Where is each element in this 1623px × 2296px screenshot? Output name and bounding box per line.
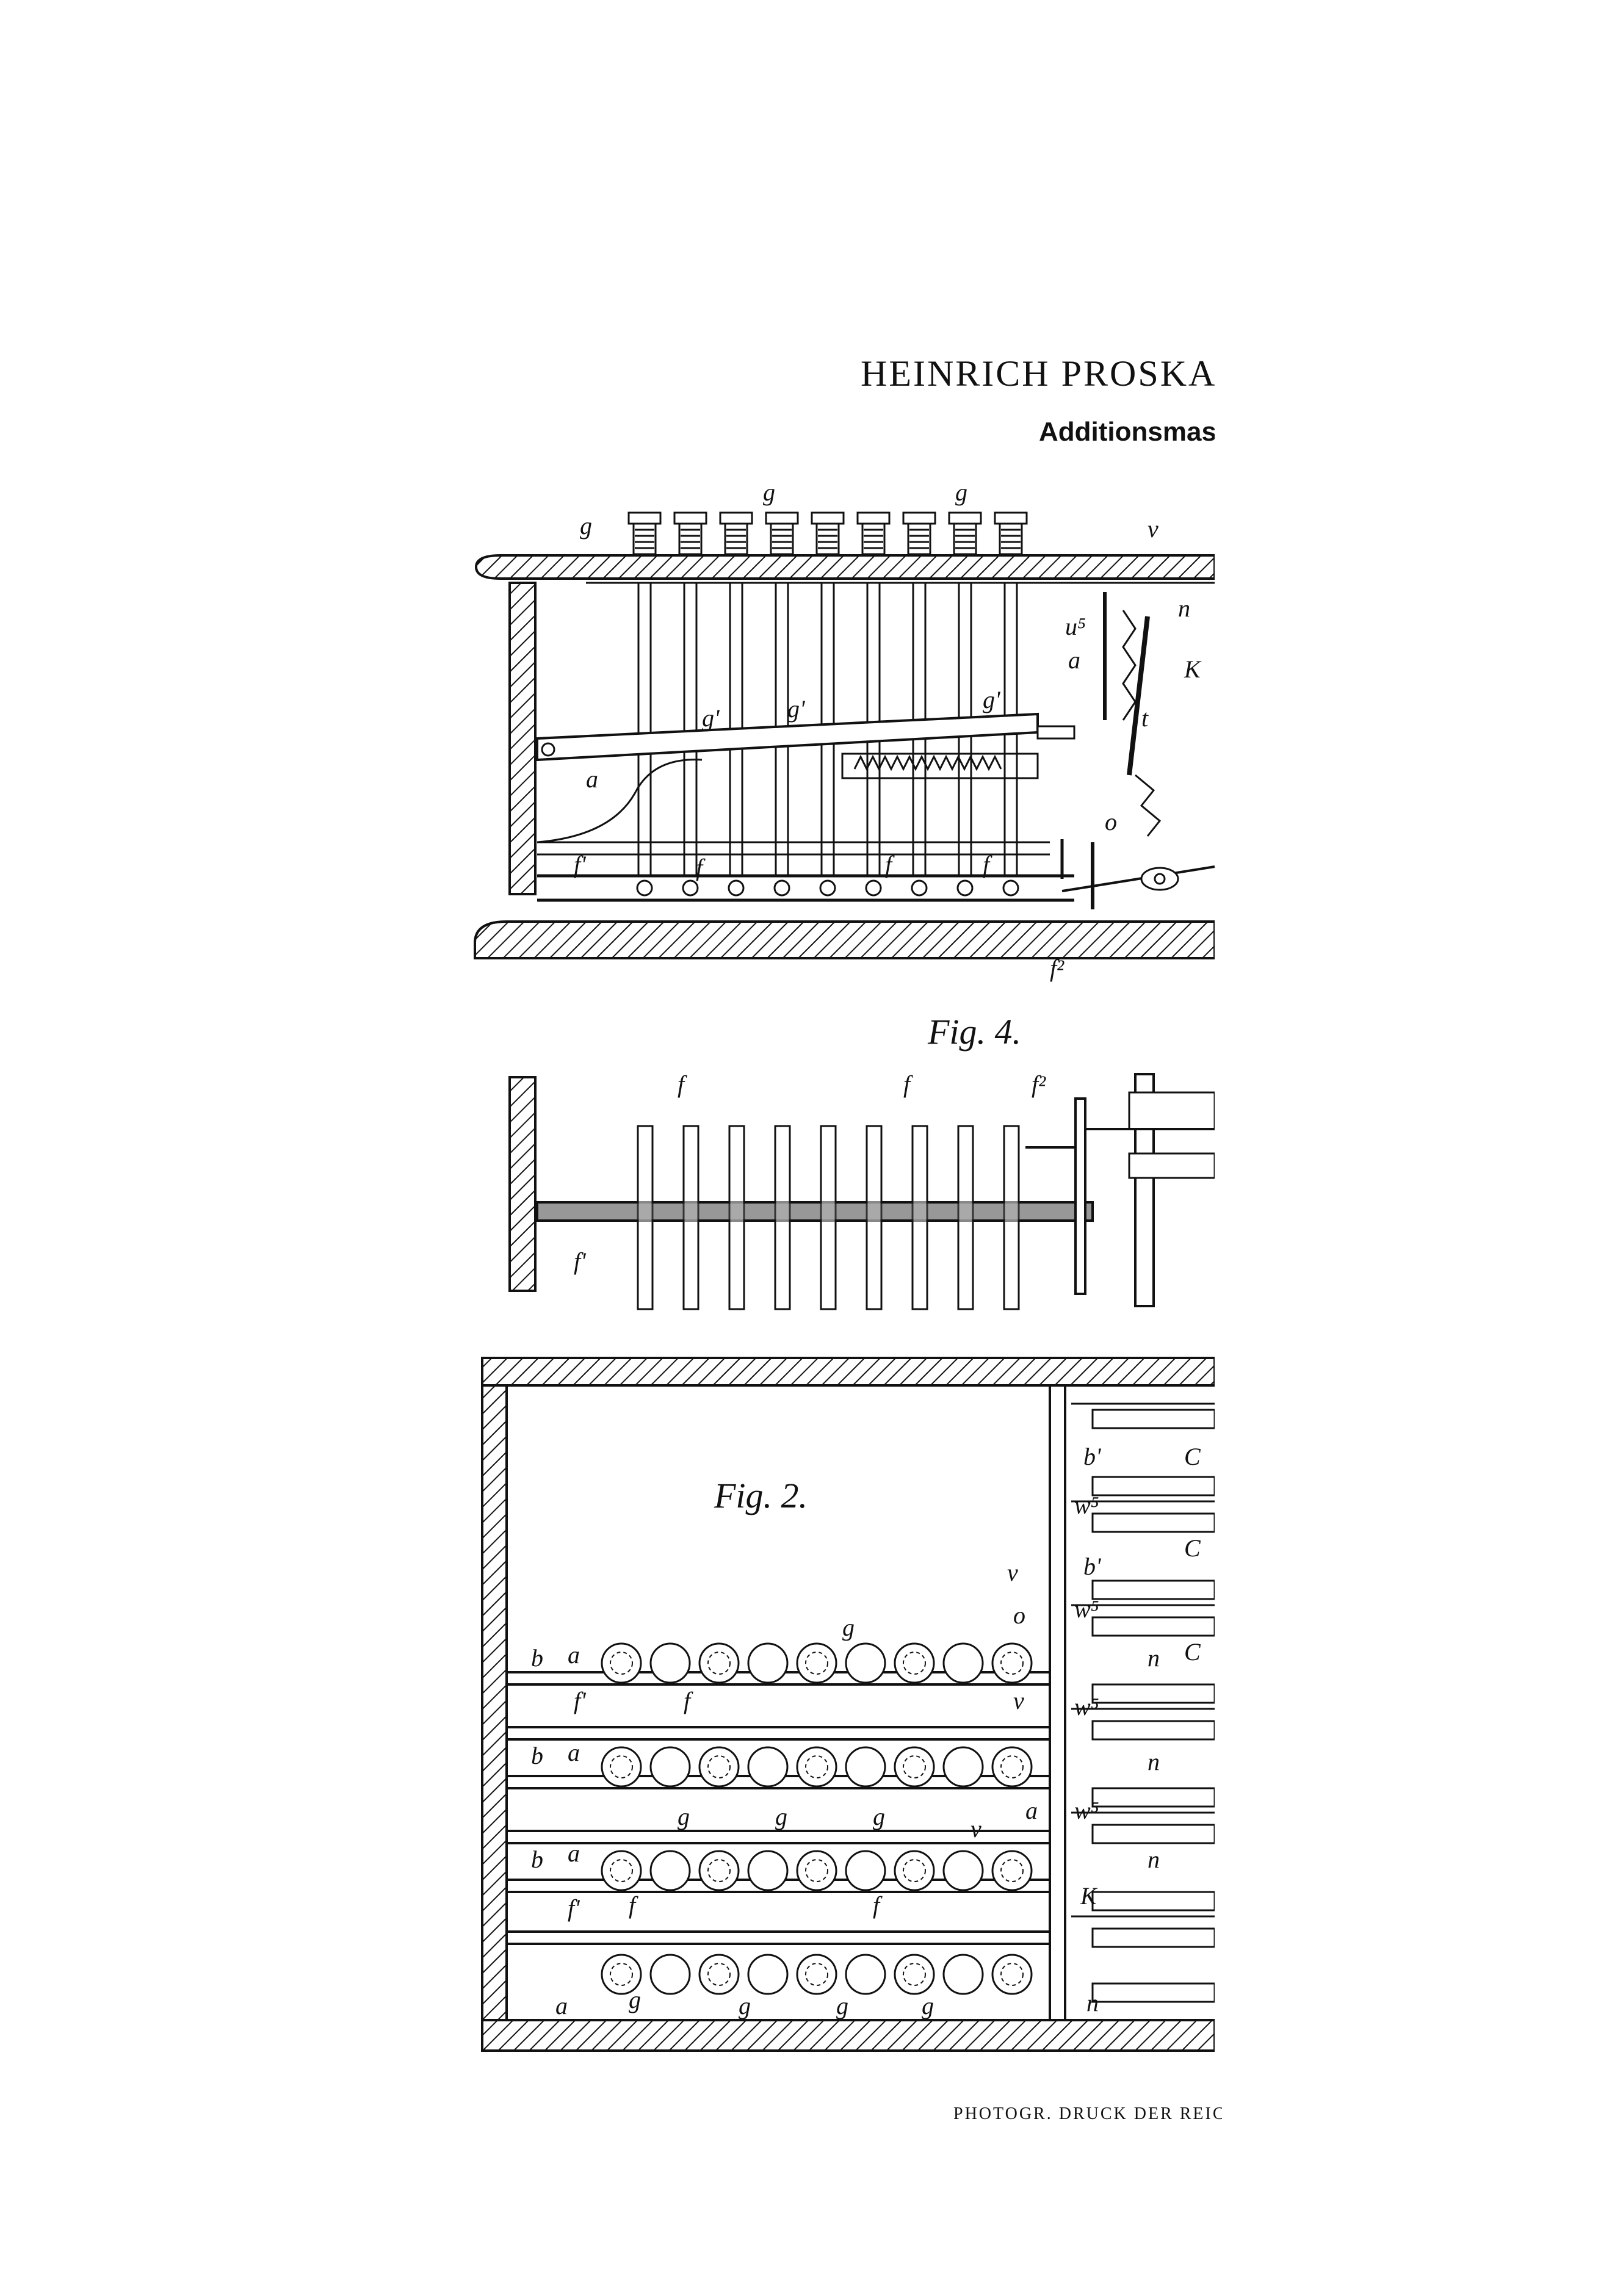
svg-text:K: K xyxy=(1080,1882,1098,1910)
svg-text:w⁵: w⁵ xyxy=(1074,1797,1099,1824)
svg-text:f: f xyxy=(629,1891,638,1919)
fig1-rollers xyxy=(636,879,1019,897)
svg-text:v: v xyxy=(971,1815,981,1843)
svg-text:v: v xyxy=(1148,515,1159,543)
svg-text:C: C xyxy=(1184,1534,1201,1562)
svg-text:f: f xyxy=(873,1891,883,1919)
svg-text:f': f' xyxy=(574,1247,587,1275)
svg-text:g: g xyxy=(739,1992,751,2020)
fig2-label: Fig. 2. xyxy=(714,1476,808,1515)
svg-text:g: g xyxy=(580,512,592,540)
svg-text:w⁵: w⁵ xyxy=(1074,1492,1099,1519)
svg-text:g: g xyxy=(678,1803,690,1830)
svg-text:b: b xyxy=(531,1846,543,1873)
svg-text:C: C xyxy=(1184,1638,1201,1666)
svg-text:f': f' xyxy=(574,1687,587,1714)
svg-text:b: b xyxy=(531,1742,543,1769)
svg-text:b': b' xyxy=(1083,1443,1102,1470)
svg-text:w⁵: w⁵ xyxy=(1074,1595,1099,1623)
patent-title: Additionsmasch xyxy=(1039,417,1215,447)
svg-text:n: n xyxy=(1148,1748,1160,1775)
svg-text:g: g xyxy=(775,1803,787,1830)
svg-text:n: n xyxy=(1148,1644,1160,1672)
svg-text:a: a xyxy=(1025,1797,1038,1824)
svg-text:C: C xyxy=(1184,1443,1201,1470)
svg-text:o: o xyxy=(1105,808,1117,836)
inventor-name: HEINRICH PROSKAU xyxy=(861,353,1215,394)
fig4-label: Fig. 4. xyxy=(927,1012,1021,1052)
svg-text:g: g xyxy=(922,1992,934,2020)
svg-text:b': b' xyxy=(1083,1553,1102,1580)
svg-text:f²: f² xyxy=(1050,955,1065,982)
svg-text:v: v xyxy=(1007,1559,1018,1586)
svg-text:g: g xyxy=(629,1986,641,2013)
svg-text:f': f' xyxy=(568,1894,580,1922)
svg-text:g': g' xyxy=(787,695,806,723)
printer-imprint: PHOTOGR. DRUCK DER REICI xyxy=(953,2104,1222,2123)
svg-text:a: a xyxy=(586,765,598,793)
svg-text:f: f xyxy=(903,1070,913,1098)
svg-text:u⁵: u⁵ xyxy=(1065,613,1086,640)
fig1-keyboard-section: g g g v u⁵ a n K t o g' g' g' a f' f f f… xyxy=(474,478,1216,982)
svg-text:f: f xyxy=(678,1070,687,1098)
svg-text:a: a xyxy=(568,1839,580,1867)
svg-text:v: v xyxy=(1013,1687,1024,1714)
svg-text:K: K xyxy=(1184,655,1202,683)
svg-text:a: a xyxy=(1068,646,1080,674)
svg-text:b: b xyxy=(531,1644,543,1672)
svg-text:t: t xyxy=(1141,704,1149,732)
svg-text:n: n xyxy=(1086,1989,1099,2016)
svg-text:a: a xyxy=(568,1641,580,1669)
svg-text:f²: f² xyxy=(1032,1070,1046,1098)
svg-text:n: n xyxy=(1148,1846,1160,1873)
svg-text:w⁵: w⁵ xyxy=(1074,1693,1099,1720)
svg-text:f: f xyxy=(684,1687,693,1714)
svg-text:o: o xyxy=(1013,1601,1025,1629)
svg-text:g': g' xyxy=(983,686,1001,713)
fig4-shaft-section: f f f² f' xyxy=(508,1070,1216,1310)
svg-text:g: g xyxy=(763,478,775,506)
svg-text:g: g xyxy=(842,1614,855,1641)
fig2-key-rows xyxy=(601,1642,1033,1995)
svg-text:f': f' xyxy=(574,851,587,878)
svg-text:g: g xyxy=(836,1992,848,2020)
svg-text:g: g xyxy=(955,478,967,506)
svg-text:g': g' xyxy=(702,704,720,732)
svg-text:g: g xyxy=(873,1803,885,1830)
svg-text:a: a xyxy=(568,1739,580,1766)
fig2-counter-wheels xyxy=(1091,1409,1216,2003)
svg-text:n: n xyxy=(1178,594,1190,622)
svg-text:a: a xyxy=(555,1992,568,2020)
